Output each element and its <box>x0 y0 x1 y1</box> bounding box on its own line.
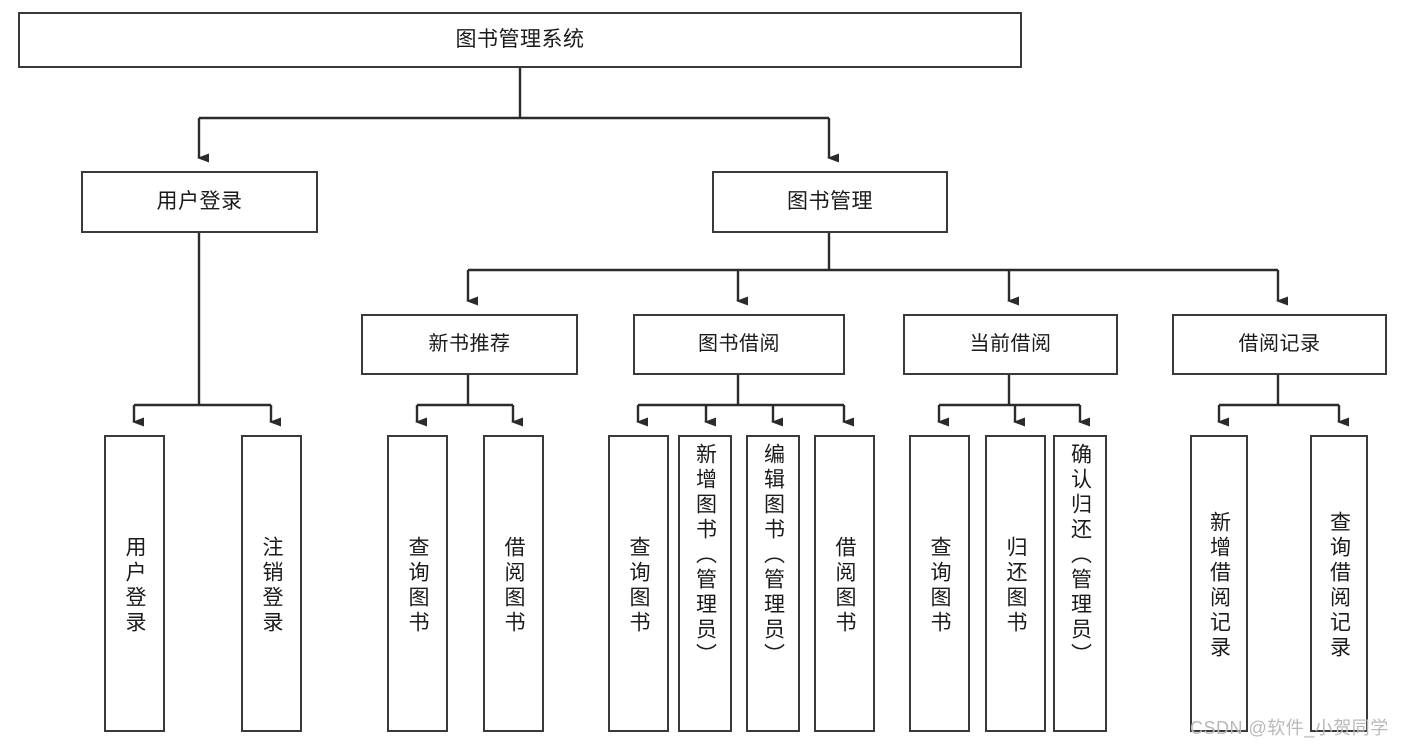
node-label: 新增图书（管理员） <box>693 443 717 668</box>
node-label: 图书管理系统 <box>455 27 585 51</box>
node-leaf-user-login[interactable]: 用户登录 <box>104 435 165 732</box>
node-leaf-query-book-3[interactable]: 查询图书 <box>909 435 970 732</box>
node-current-borrow[interactable]: 当前借阅 <box>903 314 1118 375</box>
node-label: 图书管理 <box>787 189 873 213</box>
node-leaf-return-book[interactable]: 归还图书 <box>985 435 1046 732</box>
node-label: 归还图书 <box>1004 535 1027 636</box>
node-label: 借阅图书 <box>502 535 525 636</box>
node-leaf-borrow-book-2[interactable]: 借阅图书 <box>814 435 875 732</box>
node-user-login[interactable]: 用户登录 <box>81 171 318 233</box>
node-label: 编辑图书（管理员） <box>761 443 785 668</box>
node-leaf-borrow-book-1[interactable]: 借阅图书 <box>483 435 544 732</box>
node-book-management[interactable]: 图书管理 <box>712 171 948 233</box>
node-leaf-confirm-return[interactable]: 确认归还（管理员） <box>1053 435 1107 732</box>
node-leaf-add-borrow-record[interactable]: 新增借阅记录 <box>1190 435 1248 732</box>
node-label: 用户登录 <box>123 535 146 636</box>
node-leaf-edit-book[interactable]: 编辑图书（管理员） <box>746 435 800 732</box>
node-root[interactable]: 图书管理系统 <box>18 12 1022 68</box>
node-new-book-recommend[interactable]: 新书推荐 <box>361 314 578 375</box>
node-leaf-query-book-2[interactable]: 查询图书 <box>608 435 669 732</box>
node-borrow-record[interactable]: 借阅记录 <box>1172 314 1387 375</box>
node-label: 查询借阅记录 <box>1327 510 1351 661</box>
node-label: 当前借阅 <box>969 333 1052 355</box>
node-leaf-query-book-1[interactable]: 查询图书 <box>387 435 448 732</box>
csdn-watermark: CSDN @软件_小贺同学 <box>1190 718 1389 738</box>
node-label: 借阅图书 <box>833 535 856 636</box>
node-label: 借阅记录 <box>1238 333 1321 355</box>
node-label: 查询图书 <box>406 535 429 636</box>
node-label: 图书借阅 <box>698 333 780 355</box>
node-label: 用户登录 <box>156 189 243 213</box>
node-leaf-add-book[interactable]: 新增图书（管理员） <box>678 435 732 732</box>
node-label: 查询图书 <box>928 535 951 636</box>
node-label: 注销登录 <box>260 535 283 636</box>
node-book-borrow[interactable]: 图书借阅 <box>633 314 845 375</box>
node-label: 新书推荐 <box>428 333 511 355</box>
node-label: 新增借阅记录 <box>1207 510 1231 661</box>
node-label: 确认归还（管理员） <box>1068 443 1092 668</box>
node-leaf-query-borrow-record[interactable]: 查询借阅记录 <box>1310 435 1368 732</box>
node-leaf-logout[interactable]: 注销登录 <box>241 435 302 732</box>
node-label: 查询图书 <box>627 535 650 636</box>
